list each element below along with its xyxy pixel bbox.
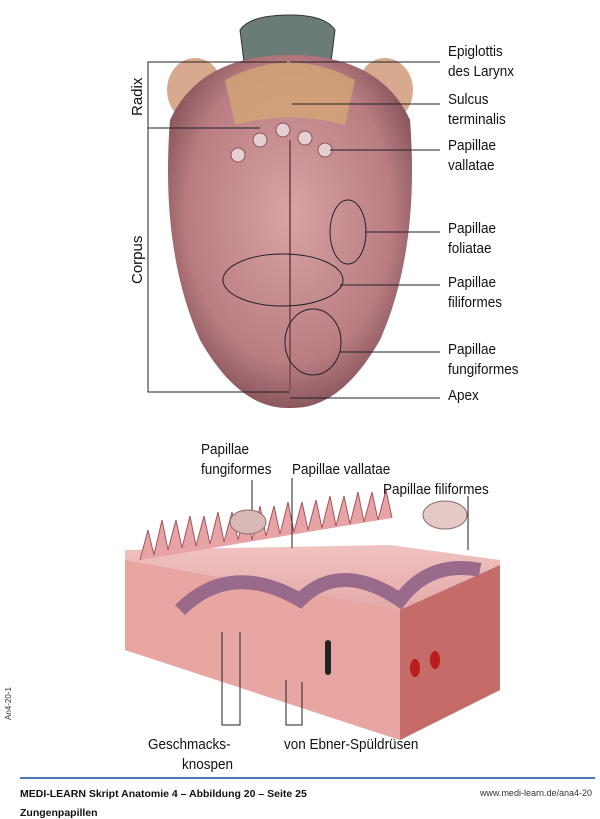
label-ebner: von Ebner-Spüldrüsen [284,736,419,753]
label-apex: Apex [448,387,479,404]
label-foliatae-2: foliatae [448,240,492,257]
label-terminalis: terminalis [448,111,506,128]
label-b-vallatae: Papillae vallatae [292,461,391,478]
label-filiformes-1: Papillae [448,274,497,291]
footer-subtitle: Zungenpapillen [20,807,98,819]
label-geschmacks-2: knospen [182,756,234,773]
side-code: An4-20-1 [4,687,13,720]
label-filiformes-2: filiformes [448,294,503,311]
label-vallatae-1: Papillae [448,137,497,154]
label-fungiformes-2: fungiformes [448,361,519,378]
label-foliatae-1: Papillae [448,220,497,237]
label-sulcus: Sulcus [448,91,489,108]
footer-divider [20,777,595,779]
label-corpus: Corpus [129,235,146,284]
footer-url[interactable]: www.medi-learn.de/ana4-20 [479,788,592,798]
footer-title: MEDI-LEARN Skript Anatomie 4 – Abbildung… [20,788,307,800]
papillae-section-illustration [125,489,500,740]
label-larynx: des Larynx [448,63,515,80]
label-b-filiformes: Papillae filiformes [383,481,489,498]
label-b-fungiformes-1: Papillae [201,441,250,458]
label-radix: Radix [129,77,146,116]
label-b-fungiformes-2: fungiformes [201,461,272,478]
label-geschmacks-1: Geschmacks- [148,736,231,753]
label-epiglottis: Epiglottis [448,43,503,60]
label-vallatae-2: vallatae [448,157,495,174]
label-fungiformes-1: Papillae [448,341,497,358]
